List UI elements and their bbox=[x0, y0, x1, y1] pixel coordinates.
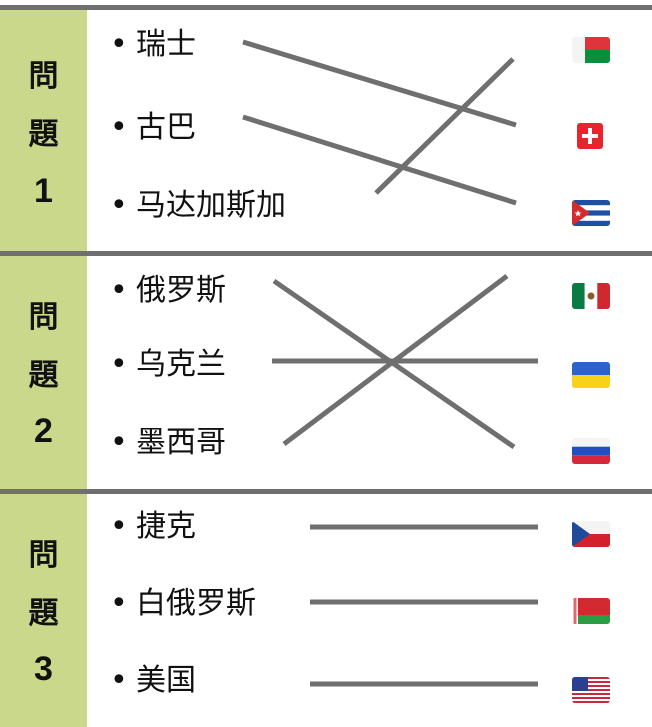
question-2-char1: 問 bbox=[28, 300, 59, 335]
question-2-char2: 題 bbox=[28, 358, 59, 393]
country-label: 古巴 bbox=[136, 110, 196, 145]
list-item: •马达加斯加 bbox=[110, 191, 286, 221]
bullet: • bbox=[110, 273, 128, 308]
bullet: • bbox=[110, 663, 128, 698]
list-item: •墨西哥 bbox=[110, 428, 226, 458]
list-item: •古巴 bbox=[110, 113, 196, 143]
country-label: 墨西哥 bbox=[136, 425, 226, 460]
question-3-char1: 問 bbox=[28, 538, 59, 573]
bullet: • bbox=[110, 110, 128, 145]
country-label: 白俄罗斯 bbox=[136, 586, 256, 621]
bullet: • bbox=[110, 509, 128, 544]
bullet: • bbox=[110, 347, 128, 382]
list-item: •俄罗斯 bbox=[110, 276, 226, 306]
question-1-char1: 問 bbox=[28, 59, 59, 94]
list-item: •捷克 bbox=[110, 512, 196, 542]
connection-line bbox=[242, 39, 517, 128]
list-item: •乌克兰 bbox=[110, 350, 226, 380]
cuba-flag-icon bbox=[572, 200, 610, 226]
country-label: 乌克兰 bbox=[136, 347, 226, 382]
usa-flag-icon bbox=[572, 677, 610, 703]
list-item: •瑞士 bbox=[110, 30, 196, 60]
country-label: 捷克 bbox=[136, 509, 196, 544]
bullet: • bbox=[110, 586, 128, 621]
connection-line bbox=[242, 114, 517, 206]
connection-line bbox=[374, 57, 515, 195]
bullet: • bbox=[110, 425, 128, 460]
divider-top bbox=[0, 5, 652, 10]
russia-flag-icon bbox=[572, 438, 610, 464]
country-label: 马达加斯加 bbox=[136, 188, 286, 223]
question-2-number: 2 bbox=[34, 412, 53, 450]
divider-2 bbox=[0, 489, 652, 494]
country-label: 俄罗斯 bbox=[136, 273, 226, 308]
country-label: 瑞士 bbox=[136, 27, 196, 62]
ukraine-flag-icon bbox=[572, 362, 610, 388]
question-3-sidebar bbox=[0, 494, 87, 727]
connection-line bbox=[282, 274, 509, 446]
bullet: • bbox=[110, 27, 128, 62]
bullet: • bbox=[110, 188, 128, 223]
list-item: •白俄罗斯 bbox=[110, 589, 256, 619]
mexico-flag-icon bbox=[572, 283, 610, 309]
czech-flag-icon bbox=[572, 521, 610, 547]
country-label: 美国 bbox=[136, 663, 196, 698]
madagascar-flag-icon bbox=[572, 37, 610, 63]
belarus-flag-icon bbox=[572, 598, 610, 624]
question-3-number: 3 bbox=[34, 650, 53, 688]
question-2-sidebar bbox=[0, 256, 87, 490]
divider-1 bbox=[0, 251, 652, 256]
question-3-char2: 題 bbox=[28, 596, 59, 631]
switzerland-flag-icon bbox=[577, 123, 603, 149]
question-1-number: 1 bbox=[34, 172, 53, 210]
list-item: •美国 bbox=[110, 666, 196, 696]
question-1-char2: 題 bbox=[28, 117, 59, 152]
question-1-sidebar bbox=[0, 10, 87, 251]
